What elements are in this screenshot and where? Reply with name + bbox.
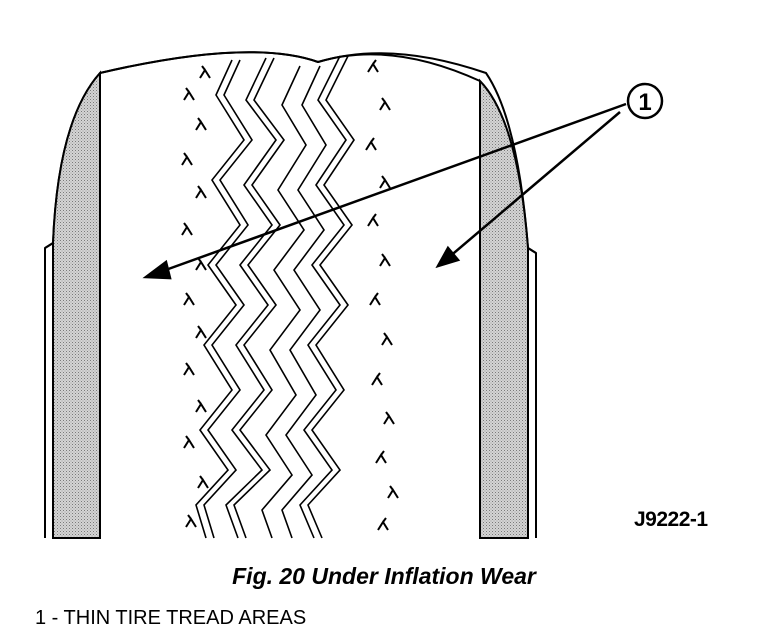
figure-legend: 1 - THIN TIRE TREAD AREAS [35, 607, 307, 629]
right-sidewall [479, 78, 529, 539]
tread-grooves [195, 55, 355, 539]
tire-tread-diagram: 1 [44, 51, 664, 539]
arrow-right-head [435, 245, 461, 269]
groove-1 [195, 59, 245, 539]
groove-6 [281, 65, 327, 539]
tread-crown [99, 51, 481, 82]
tread-sipes-left [181, 65, 211, 528]
groove-7 [299, 55, 347, 539]
callout-circle [626, 82, 664, 120]
left-sidewall [52, 70, 101, 539]
groove-5 [261, 65, 307, 539]
tread-sipes-right [365, 59, 399, 531]
arrow-left-line [159, 102, 627, 274]
groove-2 [203, 59, 253, 539]
figure-caption: Fig. 20 Under Inflation Wear [232, 563, 536, 589]
groove-3 [225, 57, 277, 539]
figure-code: J9222-1 [634, 508, 708, 531]
callout-number: 1 [638, 89, 651, 116]
arrow-right-line [447, 111, 621, 259]
groove-4 [233, 57, 285, 539]
callout-arrows [142, 102, 627, 280]
arrow-left-head [142, 259, 172, 280]
groove-8 [307, 55, 355, 539]
